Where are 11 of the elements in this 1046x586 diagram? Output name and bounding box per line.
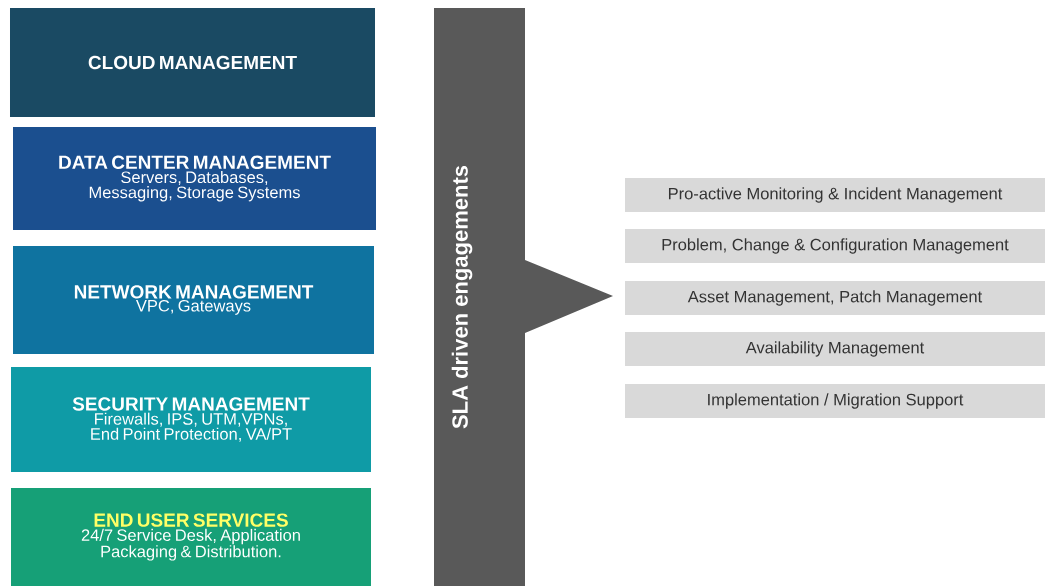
service-box: NETWORK MANAGEMENT VPC, Gateways: [13, 246, 374, 354]
service-box: SECURITY MANAGEMENT Firewalls, IPS, UTM,VPNs, End Point Protection, VA/PT: [11, 367, 371, 472]
service-box: DATA CENTER MANAGEMENT Servers, Databases, Messaging, Storage Systems: [13, 127, 376, 230]
service-item-box: Problem, Change & Configuration Management: [625, 229, 1045, 263]
service-item-box: Implementation / Migration Support: [625, 384, 1045, 418]
service-box: CLOUD MANAGEMENT: [10, 8, 375, 117]
service-item-box: Pro-active Monitoring & Incident Management: [625, 178, 1045, 212]
service-item-box: Availability Management: [625, 332, 1045, 366]
service-item-box: Asset Management, Patch Management: [625, 281, 1045, 315]
service-box: END USER SERVICES 24/7 Service Desk, Application Packaging & Distribution.: [11, 488, 371, 586]
arrow-band: SLA driven engagements: [434, 8, 613, 586]
